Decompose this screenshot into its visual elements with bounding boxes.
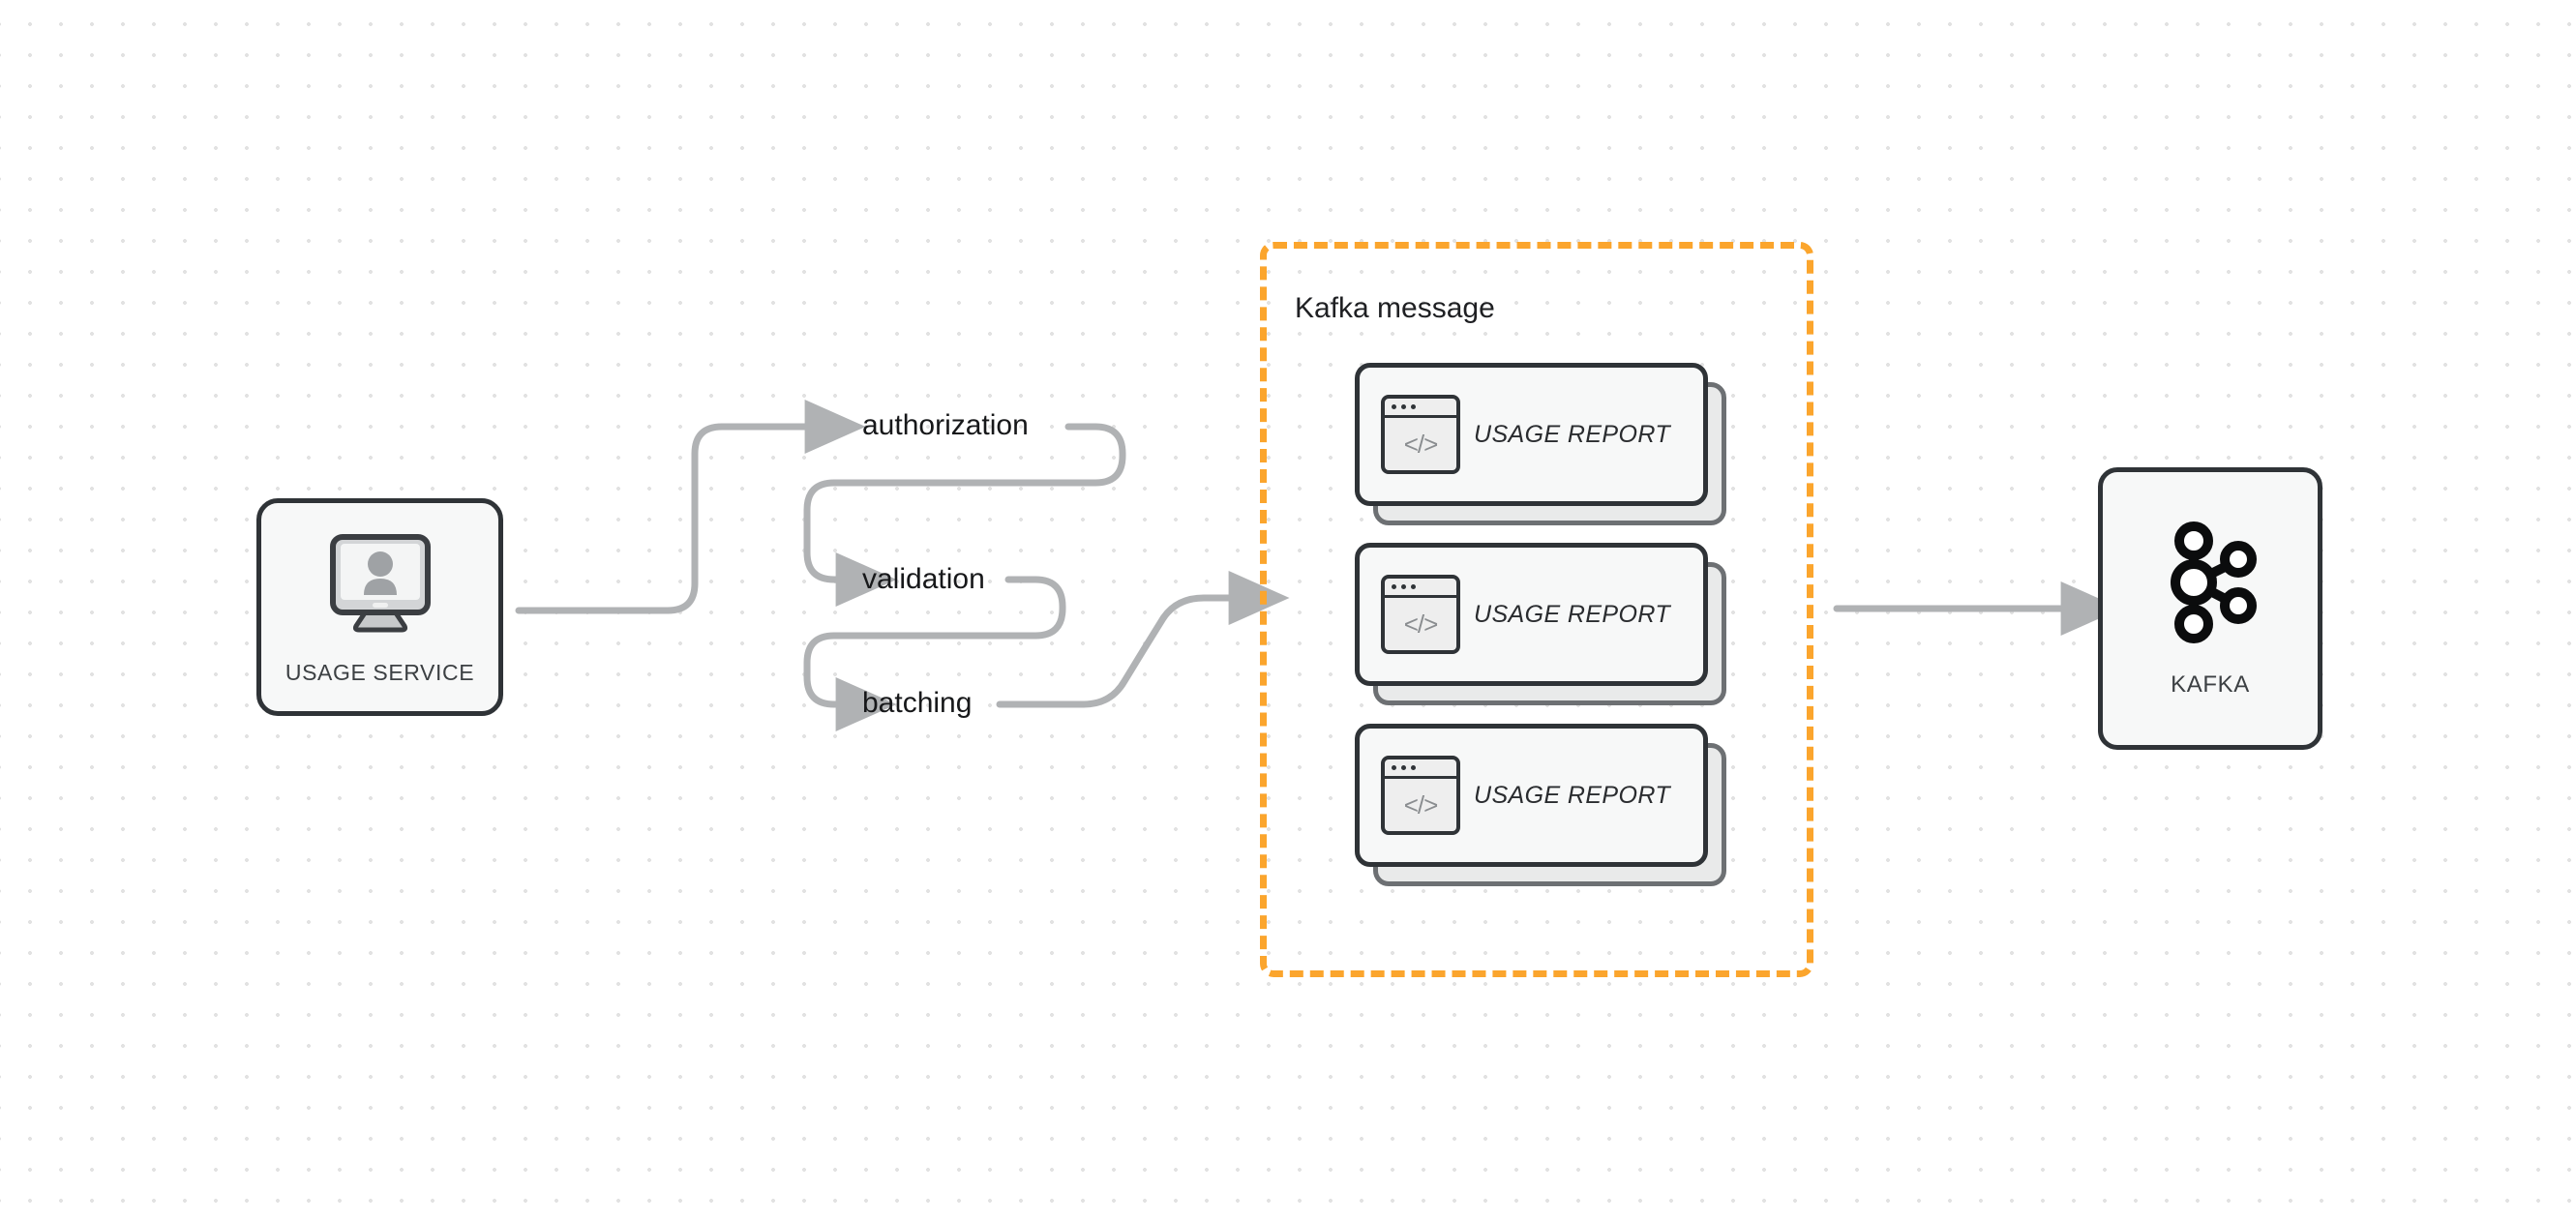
usage-report-card-label: USAGE REPORT (1474, 781, 1670, 809)
edge-label-authorization: authorization (862, 409, 1029, 441)
window-dot (1411, 765, 1416, 770)
edge-service-to-authorization (515, 400, 866, 614)
code-glyph: </> (1403, 609, 1439, 639)
code-window-icon: </> (1381, 395, 1460, 474)
window-dot (1411, 404, 1416, 409)
monitor-user-icon (321, 529, 439, 642)
edge-batching-to-kafka-message (996, 571, 1290, 708)
code-glyph: </> (1403, 429, 1439, 459)
window-dot (1401, 404, 1406, 409)
window-dot (1392, 584, 1396, 589)
group-kafka-message-title: Kafka message (1295, 292, 1495, 324)
usage-report-card-label: USAGE REPORT (1474, 600, 1670, 628)
card-front: </> USAGE REPORT (1355, 363, 1708, 506)
usage-report-card[interactable]: </> USAGE REPORT (1355, 363, 1726, 525)
window-dot (1401, 765, 1406, 770)
node-usage-service[interactable]: USAGE SERVICE (256, 498, 503, 716)
code-window-icon: </> (1381, 756, 1460, 835)
node-kafka-label: KAFKA (2171, 670, 2250, 698)
edge-label-validation: validation (862, 563, 985, 595)
edge-label-batching: batching (862, 687, 973, 719)
code-window-titlebar (1385, 399, 1456, 418)
node-kafka[interactable]: KAFKA (2098, 467, 2322, 750)
usage-report-card[interactable]: </> USAGE REPORT (1355, 543, 1726, 705)
card-front: </> USAGE REPORT (1355, 724, 1708, 867)
window-dot (1411, 584, 1416, 589)
code-glyph: </> (1403, 789, 1439, 819)
edge-authorization-to-validation (803, 423, 1126, 607)
window-dot (1392, 765, 1396, 770)
code-window-titlebar (1385, 579, 1456, 598)
card-front: </> USAGE REPORT (1355, 543, 1708, 686)
usage-report-card-label: USAGE REPORT (1474, 420, 1670, 448)
window-dot (1392, 404, 1396, 409)
group-kafka-message[interactable] (1260, 242, 1813, 977)
kafka-logo-icon (2153, 520, 2267, 650)
node-usage-service-label: USAGE SERVICE (285, 659, 475, 685)
edge-validation-to-batching (803, 576, 1066, 731)
window-dot (1401, 584, 1406, 589)
code-window-titlebar (1385, 759, 1456, 779)
code-window-icon: </> (1381, 575, 1460, 654)
usage-report-card[interactable]: </> USAGE REPORT (1355, 724, 1726, 886)
